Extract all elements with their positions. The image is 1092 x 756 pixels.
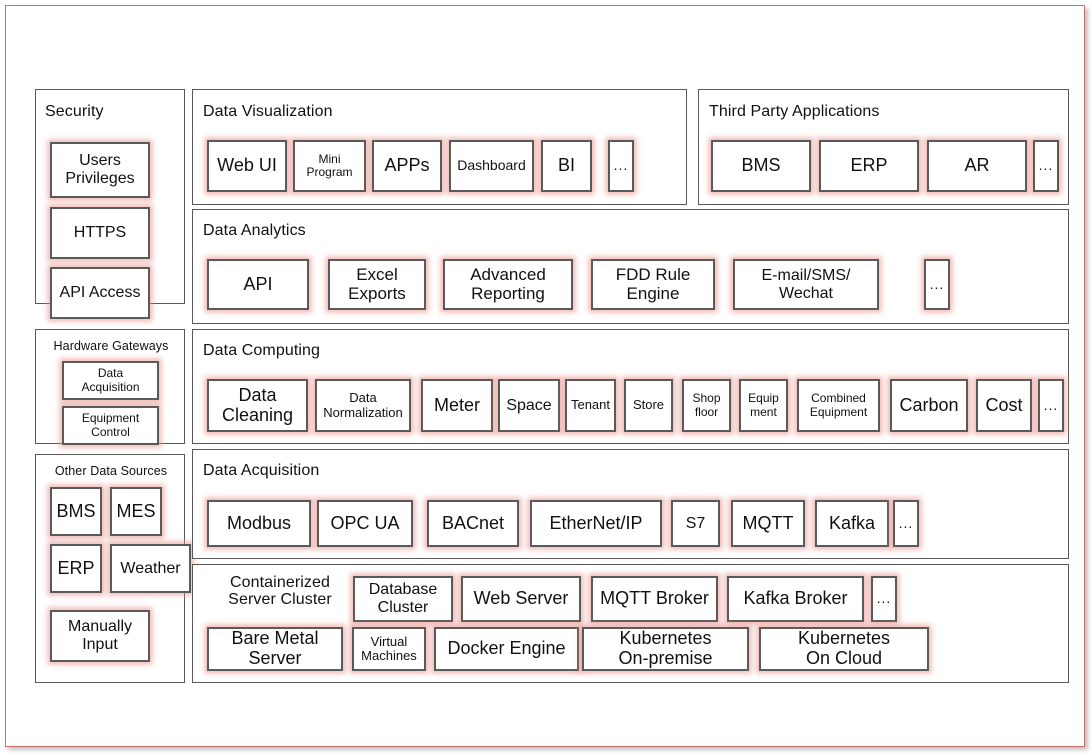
node-kafka-broker[interactable]: Kafka Broker (727, 576, 864, 622)
node-apps[interactable]: APPs (372, 140, 442, 192)
node-database-cluster[interactable]: Database Cluster (353, 576, 453, 622)
node-shop-floor[interactable]: Shop floor (682, 379, 731, 432)
node-third-party-more[interactable]: ... (1033, 140, 1059, 192)
node-mqtt[interactable]: MQTT (731, 500, 805, 547)
node-tenant[interactable]: Tenant (565, 379, 616, 432)
section-other-data-sources-title: Other Data Sources (54, 464, 168, 478)
node-data-visualization-more[interactable]: ... (608, 140, 634, 192)
node-third-party-ar[interactable]: AR (927, 140, 1027, 192)
node-web-server[interactable]: Web Server (461, 576, 581, 622)
node-kubernetes-on-premise[interactable]: Kubernetes On-premise (582, 627, 749, 671)
node-analytics-api[interactable]: API (207, 259, 309, 310)
node-source-weather[interactable]: Weather (110, 544, 191, 593)
node-containerized-more[interactable]: ... (871, 576, 897, 622)
section-data-analytics-title: Data Analytics (203, 222, 306, 239)
section-data-analytics: Data Analytics API Excel Exports Advance… (192, 209, 1069, 324)
node-source-mes[interactable]: MES (110, 487, 162, 536)
node-web-ui[interactable]: Web UI (207, 140, 287, 192)
diagram-frame: Security Users Privileges HTTPS API Acce… (5, 5, 1085, 747)
section-security: Security Users Privileges HTTPS API Acce… (35, 89, 185, 319)
section-security-title: Security (45, 103, 104, 120)
section-third-party-applications: Third Party Applications BMS ERP AR ... (698, 89, 1069, 205)
node-mini-program[interactable]: Mini Program (293, 140, 366, 192)
node-ethernet-ip[interactable]: EtherNet/IP (530, 500, 662, 547)
node-data-acquisition-gateway[interactable]: Data Acquisition (62, 361, 159, 400)
node-third-party-bms[interactable]: BMS (711, 140, 811, 192)
node-store[interactable]: Store (624, 379, 673, 432)
section-data-acquisition-title: Data Acquisition (203, 462, 320, 479)
node-mqtt-broker[interactable]: MQTT Broker (591, 576, 718, 622)
section-other-data-sources: Other Data Sources BMS MES ERP Weather M… (35, 454, 191, 683)
section-data-computing: Data Computing Data Cleaning Data Normal… (192, 329, 1069, 444)
node-advanced-reporting[interactable]: Advanced Reporting (443, 259, 573, 310)
node-combined-equipment[interactable]: Combined Equipment (797, 379, 880, 432)
section-data-visualization-title: Data Visualization (203, 103, 333, 120)
node-meter[interactable]: Meter (421, 379, 493, 432)
node-https[interactable]: HTTPS (50, 207, 150, 259)
section-third-party-applications-title: Third Party Applications (709, 103, 880, 120)
section-data-visualization: Data Visualization Web UI Mini Program A… (192, 89, 687, 205)
node-email-sms-wechat[interactable]: E-mail/SMS/ Wechat (733, 259, 879, 310)
section-containerized-server-cluster-title: Containerized Server Cluster (228, 574, 332, 609)
node-equipment[interactable]: Equip ment (739, 379, 788, 432)
node-opc-ua[interactable]: OPC UA (317, 500, 413, 547)
node-kubernetes-on-cloud[interactable]: Kubernetes On Cloud (759, 627, 929, 671)
node-carbon[interactable]: Carbon (890, 379, 968, 432)
node-modbus[interactable]: Modbus (207, 500, 311, 547)
node-docker-engine[interactable]: Docker Engine (434, 627, 579, 671)
section-containerized-server-cluster: Containerized Server Cluster Database Cl… (192, 564, 1069, 683)
node-bi[interactable]: BI (541, 140, 592, 192)
node-manually-input[interactable]: Manually Input (50, 610, 150, 662)
node-source-erp[interactable]: ERP (50, 544, 102, 593)
node-virtual-machines[interactable]: Virtual Machines (352, 627, 426, 671)
node-cost[interactable]: Cost (976, 379, 1032, 432)
section-hardware-gateways-title: Hardware Gateways (53, 339, 169, 353)
node-fdd-rule-engine[interactable]: FDD Rule Engine (591, 259, 715, 310)
node-bare-metal-server[interactable]: Bare Metal Server (207, 627, 343, 671)
node-space[interactable]: Space (498, 379, 560, 432)
section-hardware-gateways: Hardware Gateways Data Acquisition Equip… (35, 329, 185, 445)
node-users-privileges[interactable]: Users Privileges (50, 142, 150, 198)
node-equipment-control[interactable]: Equipment Control (62, 406, 159, 445)
node-data-normalization[interactable]: Data Normalization (315, 379, 411, 432)
section-data-acquisition: Data Acquisition Modbus OPC UA BACnet Et… (192, 449, 1069, 559)
node-bacnet[interactable]: BACnet (427, 500, 519, 547)
section-data-computing-title: Data Computing (203, 342, 321, 359)
node-kafka[interactable]: Kafka (815, 500, 889, 547)
node-analytics-more[interactable]: ... (924, 259, 950, 310)
node-excel-exports[interactable]: Excel Exports (328, 259, 426, 310)
node-data-cleaning[interactable]: Data Cleaning (207, 379, 308, 432)
node-data-computing-more[interactable]: ... (1038, 379, 1064, 432)
node-api-access[interactable]: API Access (50, 267, 150, 319)
node-data-acquisition-more[interactable]: ... (893, 500, 919, 547)
node-source-bms[interactable]: BMS (50, 487, 102, 536)
node-third-party-erp[interactable]: ERP (819, 140, 919, 192)
node-s7[interactable]: S7 (671, 500, 720, 547)
node-dashboard[interactable]: Dashboard (449, 140, 534, 192)
